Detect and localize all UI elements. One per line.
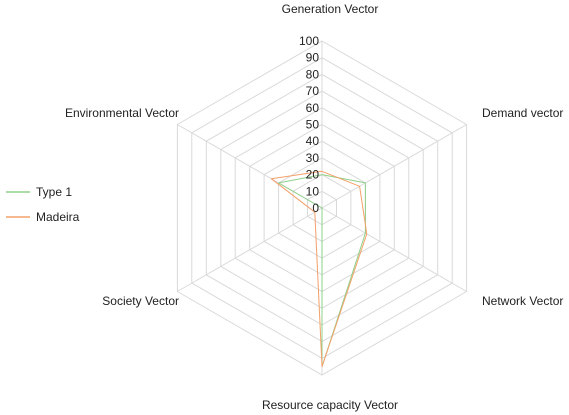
radar-tick-labels: 0 10 20 30 40 50 60 70 80 90 100 <box>299 34 319 215</box>
legend-label-type1: Type 1 <box>36 185 72 199</box>
tick-label-90: 90 <box>306 51 320 65</box>
axis-label-society: Society Vector <box>102 294 179 308</box>
series-line-madeira <box>270 170 368 368</box>
tick-label-10: 10 <box>306 184 320 198</box>
spoke-1 <box>321 124 467 209</box>
axis-label-generation: Generation Vector <box>282 2 379 16</box>
tick-label-30: 30 <box>306 151 320 165</box>
tick-label-0: 0 <box>312 201 319 215</box>
spoke-4 <box>177 207 323 292</box>
tick-label-40: 40 <box>306 134 320 148</box>
tick-label-80: 80 <box>306 67 320 81</box>
spoke-2 <box>321 207 467 292</box>
radar-series <box>270 170 368 368</box>
axis-label-environmental: Environmental Vector <box>65 106 179 120</box>
tick-label-20: 20 <box>306 168 320 182</box>
tick-label-60: 60 <box>306 101 320 115</box>
legend-label-madeira: Madeira <box>36 210 80 224</box>
tick-label-70: 70 <box>306 84 320 98</box>
legend: Type 1 Madeira <box>6 185 80 224</box>
tick-label-50: 50 <box>306 118 320 132</box>
axis-label-network: Network Vector <box>482 294 563 308</box>
tick-label-100: 100 <box>299 34 319 48</box>
axis-label-resource-capacity: Resource capacity Vector <box>262 398 398 412</box>
axis-label-demand: Demand vector <box>482 106 563 120</box>
